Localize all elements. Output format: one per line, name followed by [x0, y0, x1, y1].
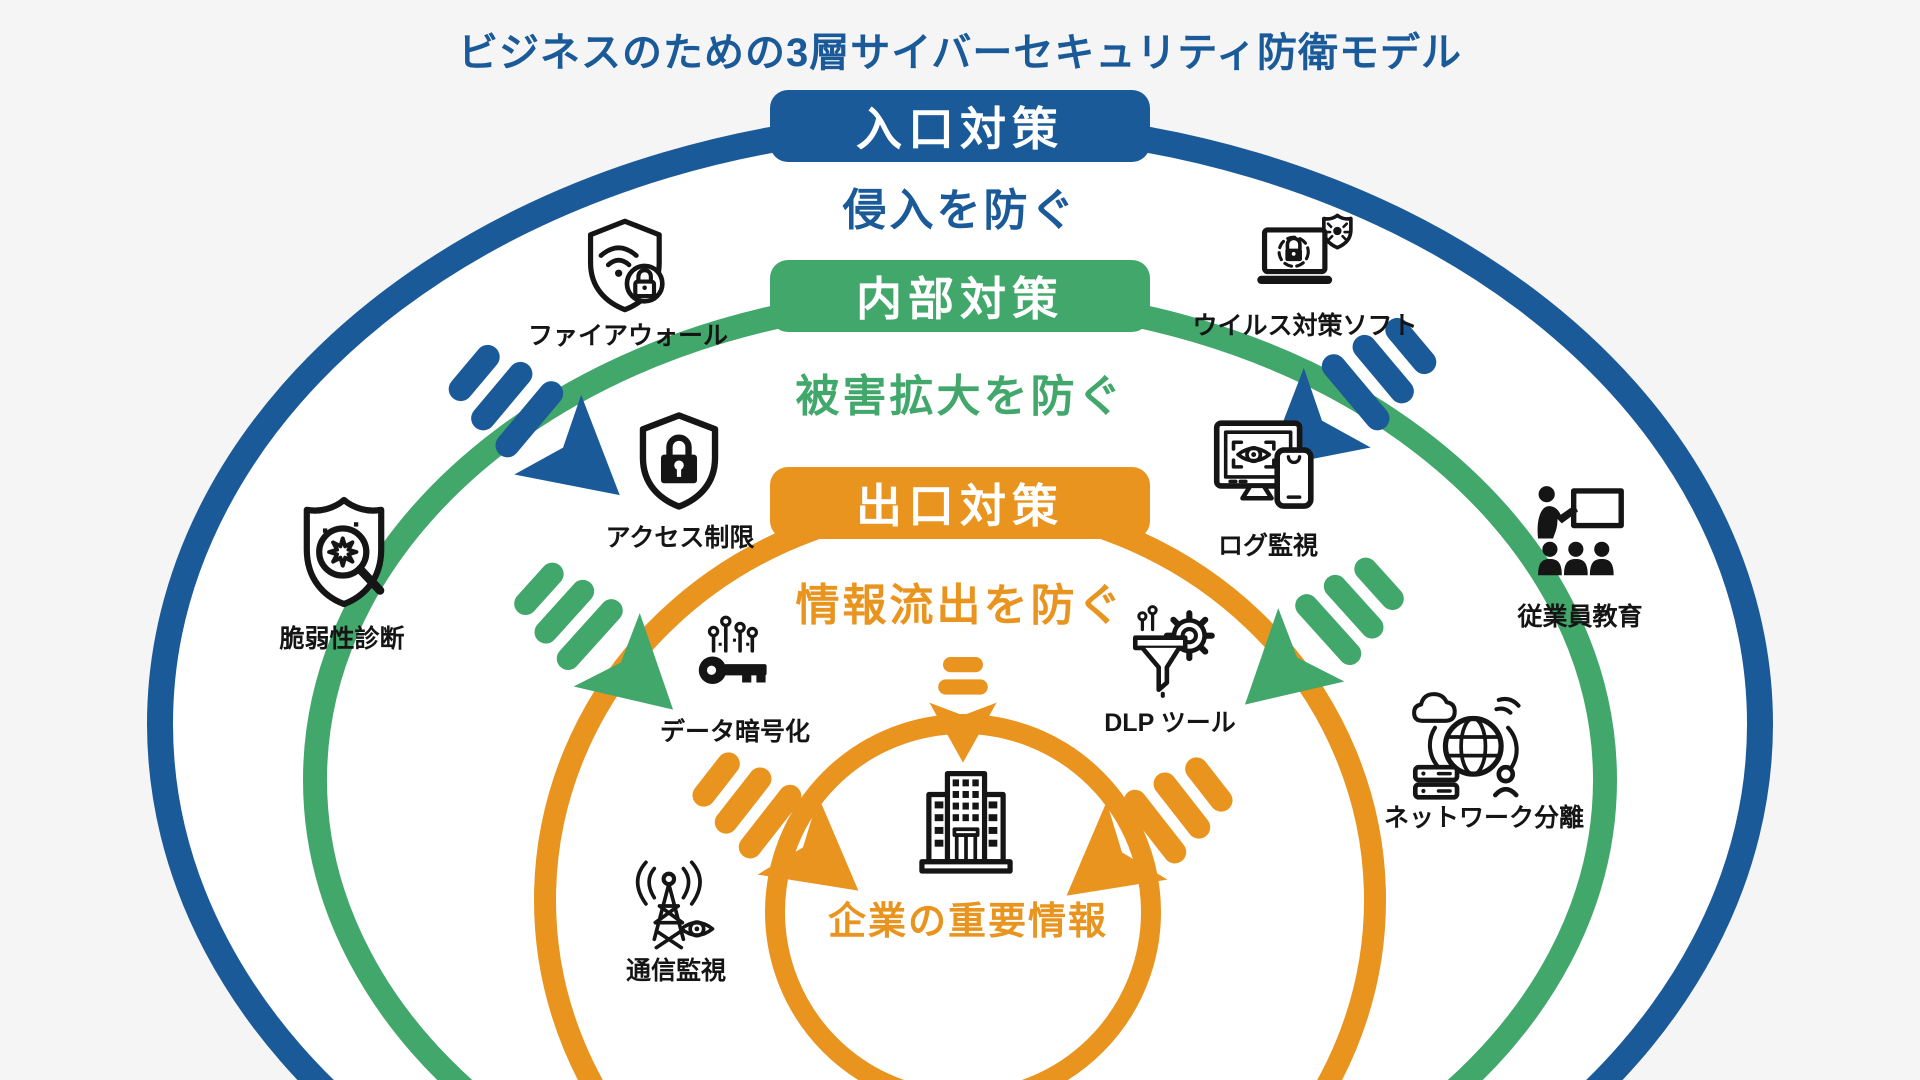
measure-label-access: アクセス制限 [605, 524, 755, 552]
funnel-gear-icon [1122, 601, 1224, 703]
laptop-shield-lock-icon [1248, 205, 1356, 309]
globe-cloud-server-icon [1406, 686, 1522, 802]
measure-label-vulnerability: 脆弱性診断 [279, 625, 405, 653]
office-building-icon [908, 762, 1024, 878]
badge-exit: 出口対策 [770, 467, 1150, 539]
measure-label-education: 従業員教育 [1517, 603, 1643, 631]
trainer-whiteboard-icon [1524, 478, 1632, 586]
subtitle-internal: 被害拡大を防ぐ [795, 372, 1125, 421]
measure-label-comm: 通信監視 [625, 957, 727, 985]
badge-entry: 入口対策 [770, 90, 1150, 162]
monitor-eye-phone-icon [1206, 412, 1326, 524]
measure-label-dlp: DLP ツール [1104, 709, 1236, 737]
measure-label-firewall: ファイアウォール [527, 322, 729, 350]
badge-internal: 内部対策 [770, 260, 1150, 332]
core-asset-label: 企業の重要情報 [827, 901, 1109, 943]
shield-magnifier-icon [282, 490, 406, 614]
measure-label-antivirus: ウイルス対策ソフト [1192, 312, 1418, 340]
antenna-eye-icon [621, 854, 725, 958]
subtitle-entry: 侵入を防ぐ [842, 186, 1078, 235]
measure-label-log: ログ監視 [1217, 532, 1319, 560]
measure-label-network: ネットワーク分離 [1383, 804, 1585, 832]
key-circuit-icon [685, 606, 787, 708]
page-title: ビジネスのための3層サイバーセキュリティ防衛モデル [457, 31, 1463, 75]
shield-lock-icon [626, 408, 732, 514]
measure-label-encryption: データ暗号化 [659, 718, 811, 746]
subtitle-exit: 情報流出を防ぐ [795, 581, 1125, 630]
shield-wifi-lock-icon [576, 215, 680, 319]
